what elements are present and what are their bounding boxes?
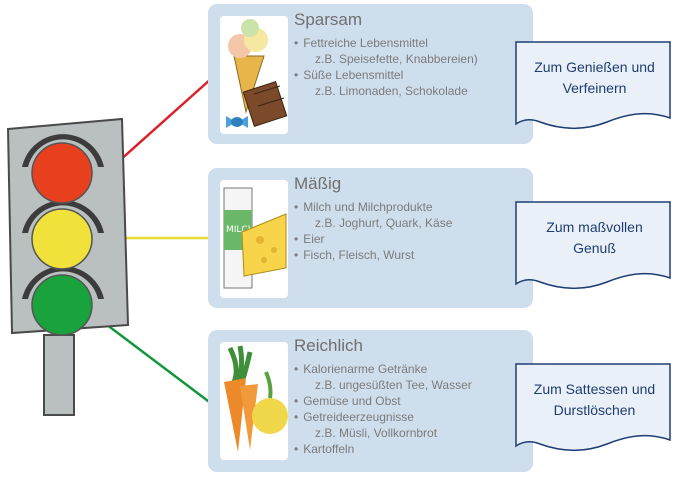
- food-item: Getreideerzeugnisse: [294, 409, 472, 425]
- visor-green: [22, 266, 104, 299]
- traffic-light-pole: [43, 334, 75, 416]
- cheese-icon: [241, 213, 287, 277]
- food-example: z.B. ungesüßten Tee, Wasser: [315, 378, 472, 392]
- banner-line: Zum maßvollen: [546, 219, 643, 235]
- food-item: Fisch, Fleisch, Wurst: [294, 247, 452, 263]
- leaves-icon: [227, 345, 253, 383]
- visor-red: [22, 134, 104, 167]
- banner-massvoll: Zum maßvollen Genuß: [512, 198, 677, 298]
- food-item: Kalorienarme Getränke: [294, 361, 472, 377]
- vegetables-image: [220, 342, 288, 460]
- panel-title: Sparsam: [294, 10, 363, 29]
- banner-shape: [515, 363, 671, 452]
- sweets-image: [220, 16, 288, 134]
- food-item: Eier: [294, 231, 452, 247]
- banner-sattessen: Zum Sattessen und Durstlöschen: [512, 360, 677, 460]
- banner-line: Zum Genießen und: [534, 59, 655, 75]
- food-example: z.B. Speisefette, Knabbereien): [315, 52, 478, 66]
- banner-line: Verfeinern: [562, 80, 627, 96]
- banner-line: Genuß: [573, 240, 616, 256]
- food-item: Süße Lebensmittel: [294, 67, 478, 83]
- turnip-icon: [252, 398, 288, 434]
- visor-yellow: [22, 200, 104, 233]
- connector-line-red: [117, 77, 213, 163]
- carrot-icon: [224, 378, 246, 452]
- banner-text: Zum maßvollen Genuß: [518, 217, 671, 259]
- lamp-green: [31, 274, 93, 336]
- food-example: z.B. Joghurt, Quark, Käse: [315, 216, 453, 230]
- svg-text:MILCH: MILCH: [226, 225, 255, 235]
- lamp-yellow: [31, 208, 93, 270]
- food-item: Milch und Milchprodukte: [294, 199, 452, 215]
- banner-line: Zum Sattessen und: [533, 381, 656, 397]
- milk-cheese-image: MILCH: [220, 180, 288, 298]
- food-item: Kartoffeln: [294, 441, 472, 457]
- lamp-red: [31, 142, 93, 204]
- banner-text: Zum Genießen und Verfeinern: [518, 57, 671, 99]
- icecream-cone-icon: [233, 55, 265, 114]
- food-item: Fettreiche Lebensmittel: [294, 35, 478, 51]
- traffic-light: [6, 117, 130, 416]
- banner-shape: [515, 41, 671, 130]
- food-example: z.B. Müsli, Vollkornbrot: [315, 426, 438, 440]
- banner-geniessen: Zum Genießen und Verfeinern: [512, 38, 677, 138]
- food-item: Gemüse und Obst: [294, 393, 472, 409]
- candy-icon: [226, 116, 248, 128]
- food-example: z.B. Limonaden, Schokolade: [315, 84, 468, 98]
- panel-maessig: MILCH Mäßig Milch und Milchproduktez.B. …: [208, 168, 533, 308]
- banner-shape: [515, 201, 671, 290]
- banner-text: Zum Sattessen und Durstlöschen: [518, 379, 671, 421]
- panel-title: Reichlich: [294, 336, 363, 355]
- banner-line: Durstlöschen: [553, 402, 636, 418]
- panel-title: Mäßig: [294, 174, 342, 193]
